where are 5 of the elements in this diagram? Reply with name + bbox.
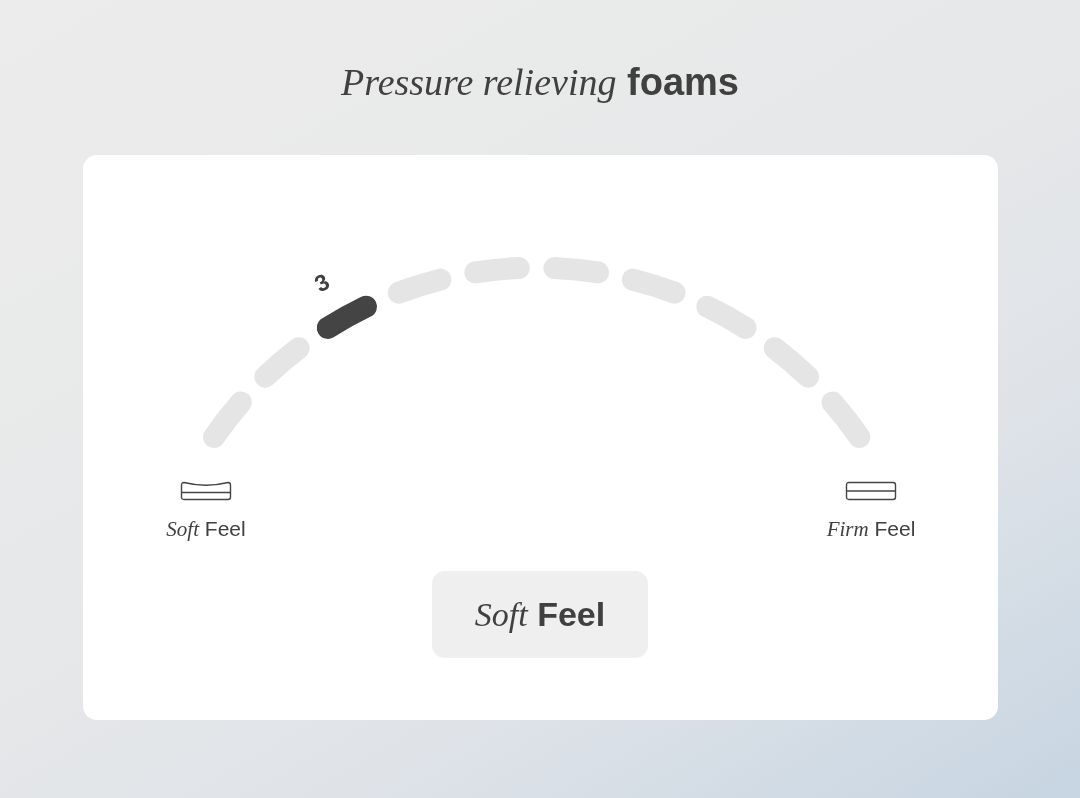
level-number: 3 <box>310 268 334 298</box>
title: Pressure relieving foams <box>341 60 739 106</box>
selected-feel-display: Soft Feel <box>432 571 648 658</box>
scale-end-label: Firm Feel <box>826 516 916 542</box>
scale-end-label: Soft Feel <box>166 516 246 542</box>
